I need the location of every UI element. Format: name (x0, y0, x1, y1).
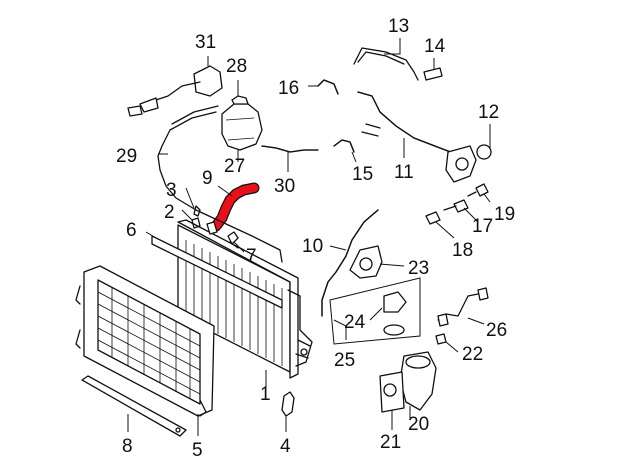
callout-25: 25 (334, 350, 355, 371)
callout-12: 12 (478, 102, 499, 123)
callout-7: 7 (246, 246, 257, 267)
leader-lines (127, 38, 491, 436)
callout-14: 14 (424, 36, 446, 57)
callout-15: 15 (352, 164, 373, 185)
callout-23: 23 (408, 258, 429, 279)
callout-10: 10 (302, 236, 323, 257)
callout-9: 9 (202, 168, 213, 189)
callout-19: 19 (494, 204, 515, 225)
callout-5: 5 (192, 440, 203, 461)
lower-baffle (81, 375, 187, 437)
callout-18: 18 (452, 240, 473, 261)
upper-radiator-hose[interactable] (211, 183, 259, 231)
callout-4: 4 (280, 436, 291, 457)
callout-3: 3 (166, 180, 177, 201)
level-sensor (127, 65, 223, 117)
callout-6: 6 (126, 220, 137, 241)
sensor-26 (435, 287, 489, 345)
drain-plug (281, 391, 295, 417)
callout-28: 28 (226, 56, 247, 77)
callout-21: 21 (380, 432, 401, 453)
callout-16: 16 (278, 78, 299, 99)
callout-29: 29 (116, 146, 137, 167)
callout-11: 11 (394, 162, 414, 183)
thermostat-housing (349, 245, 383, 279)
bracket-parts (191, 205, 239, 249)
callout-1: 1 (260, 384, 271, 405)
coolant-reservoir (221, 95, 263, 151)
callout-2: 2 (164, 202, 175, 223)
callout-8: 8 (122, 436, 133, 457)
radiator (177, 219, 313, 379)
condenser (75, 265, 215, 417)
callout-13: 13 (388, 16, 409, 37)
callout-24: 24 (344, 312, 366, 333)
callout-17: 17 (472, 216, 493, 237)
sensors (425, 183, 489, 225)
callout-labels: 31 28 16 13 14 12 29 27 30 15 11 9 3 2 6… (116, 16, 515, 461)
thermostat-kit-panel (329, 277, 421, 345)
callout-30: 30 (274, 176, 295, 197)
water-pump-housing (379, 351, 437, 413)
callout-31: 31 (195, 32, 216, 53)
callout-20: 20 (408, 414, 429, 435)
coolant-pipe (357, 91, 492, 183)
callout-22: 22 (462, 344, 483, 365)
overflow-hose (157, 111, 283, 263)
callout-26: 26 (486, 320, 507, 341)
upper-baffle (151, 235, 283, 309)
tube-13 (353, 47, 443, 81)
callout-27: 27 (224, 156, 245, 177)
